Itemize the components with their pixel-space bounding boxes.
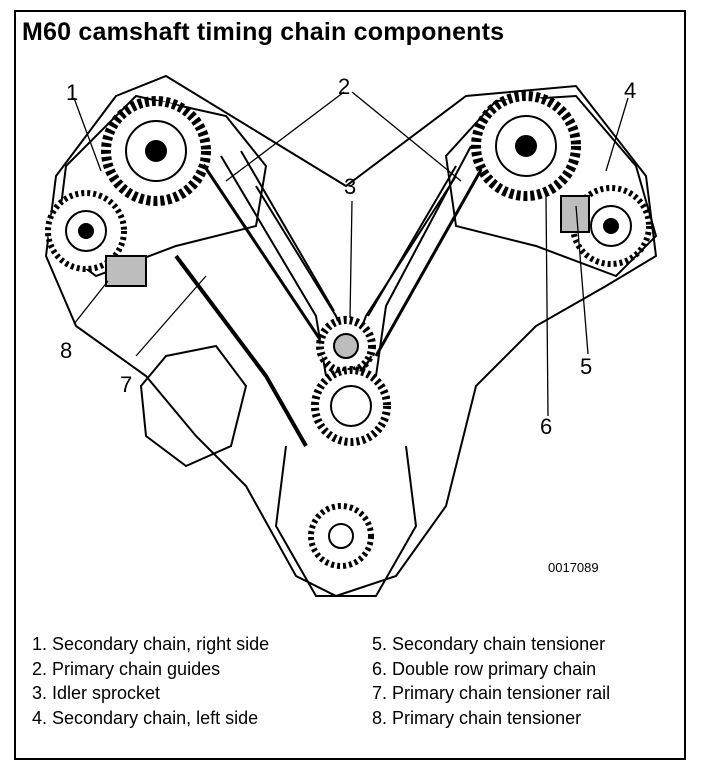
- legend-left-column: 1. Secondary chain, right side 2. Primar…: [32, 632, 269, 730]
- primary-chain-tensioner-body: [105, 255, 147, 287]
- legend-item: 6. Double row primary chain: [372, 658, 597, 679]
- primary-chain-guide-left-inner: [240, 150, 335, 312]
- legend-item: 2. Primary chain guides: [32, 658, 221, 679]
- legend-item: 4. Secondary chain, left side: [32, 707, 259, 728]
- part-number: 0017089: [548, 560, 599, 575]
- leader-line-2b: [351, 91, 462, 182]
- leader-line-2a: [225, 91, 345, 182]
- leader-line-6: [545, 195, 549, 417]
- callout-8: 8: [60, 338, 73, 363]
- callout-3: 3: [344, 174, 357, 199]
- legend-right-column: 5. Secondary chain tensioner 6. Double r…: [372, 632, 610, 730]
- secondary-chain-tensioner-body: [560, 195, 590, 233]
- legend-item: 8. Primary chain tensioner: [372, 707, 582, 728]
- leader-line-4: [605, 97, 629, 172]
- primary-chain-guide-right: [375, 145, 472, 377]
- leader-line-5: [575, 205, 589, 355]
- engine-block-outline: [44, 74, 658, 598]
- callout-4: 4: [624, 78, 637, 103]
- callout-7: 7: [120, 372, 133, 397]
- callout-6: 6: [540, 414, 553, 439]
- primary-chain-tensioner-rail: [174, 254, 308, 447]
- legend-item: 7. Primary chain tensioner rail: [372, 683, 611, 703]
- figure-title: M60 camshaft timing chain components: [22, 18, 505, 46]
- engine-diagram: [44, 74, 658, 598]
- left-mount-plate: [139, 344, 248, 468]
- leader-line-7: [135, 275, 207, 357]
- callout-1: 1: [66, 80, 79, 105]
- leader-line-1: [73, 97, 102, 172]
- legend-item: 5. Secondary chain tensioner: [372, 634, 606, 654]
- legend-item: 3. Idler sprocket: [32, 683, 161, 703]
- legend-item: 1. Secondary chain, right side: [32, 634, 270, 654]
- callout-2: 2: [338, 74, 351, 99]
- primary-chain-guide-right-inner: [367, 165, 457, 317]
- callout-5: 5: [580, 354, 593, 379]
- primary-chain-guide-left: [220, 155, 327, 377]
- leader-line-3: [349, 200, 353, 319]
- lower-timing-cover: [274, 445, 418, 597]
- leader-line-8: [73, 280, 109, 325]
